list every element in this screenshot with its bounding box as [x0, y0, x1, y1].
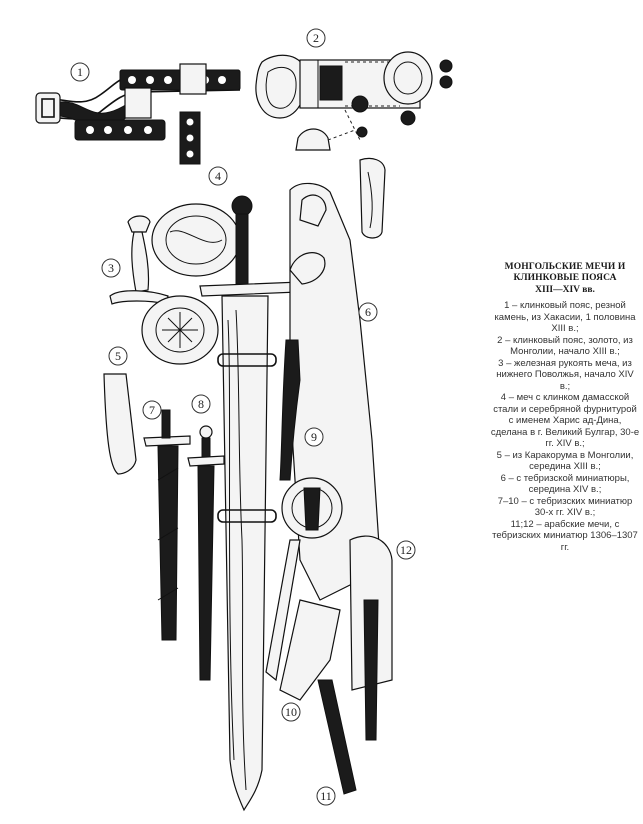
svg-text:3: 3 — [108, 261, 114, 275]
sabre-8-drawing — [187, 425, 225, 681]
svg-text:11: 11 — [320, 789, 332, 803]
figure-number-12: 12 — [396, 540, 416, 560]
caption-entry: 11;12 – арабские мечи, с тебризских мини… — [492, 518, 638, 553]
caption-subtitle: XIII—XIV вв. — [535, 285, 595, 295]
figure-number-4: 4 — [208, 166, 228, 186]
caption-title-line1: МОНГОЛЬСКИЕ МЕЧИ И — [504, 262, 626, 272]
svg-text:9: 9 — [311, 430, 317, 444]
caption-entry: 4 – меч с клинком дамасской стали и сере… — [490, 392, 640, 449]
svg-text:8: 8 — [198, 397, 204, 411]
svg-text:12: 12 — [400, 543, 412, 557]
figure-number-10: 10 — [281, 702, 301, 722]
figure-number-7: 7 — [142, 400, 162, 420]
caption-block: МОНГОЛЬСКИЕ МЕЧИ И КЛИНКОВЫЕ ПОЯСА XIII—… — [490, 262, 640, 553]
svg-text:10: 10 — [285, 705, 297, 719]
caption-entry: 1 – клинковый пояс, резной камень, из Ха… — [494, 300, 636, 334]
svg-text:6: 6 — [365, 305, 371, 319]
svg-text:2: 2 — [313, 31, 319, 45]
sword-hilt-drawing — [109, 215, 169, 305]
figure-number-3: 3 — [101, 258, 121, 278]
damascus-sword-drawing — [199, 195, 301, 812]
figure-number-1: 1 — [70, 62, 90, 82]
figure-number-2: 2 — [306, 28, 326, 48]
caption-entry: 3 – железная рукоять меча, из нижнего По… — [496, 357, 634, 392]
svg-text:5: 5 — [115, 349, 121, 363]
ring-guard-drawing — [265, 477, 343, 682]
caption-entry: 7–10 – с тебризских миниатюр 30-х гг. XI… — [497, 495, 633, 519]
svg-text:7: 7 — [149, 403, 155, 417]
figure-number-11: 11 — [316, 786, 336, 806]
caption-entry: 2 – клинковый пояс, золото, из Монголии,… — [497, 334, 633, 358]
fitting-medallions-drawing — [141, 203, 241, 365]
caption-entry: 5 – из Каракорума в Монголии, середина X… — [496, 449, 634, 473]
caption-entry: 6 – с тебризской миниатюры, середина XIV… — [500, 472, 630, 496]
sword-10-drawing — [279, 599, 357, 795]
figure-number-9: 9 — [304, 427, 324, 447]
belt-gold-drawing — [255, 51, 453, 239]
figure-number-6: 6 — [358, 302, 378, 322]
caption-title-line2: КЛИНКОВЫЕ ПОЯСА — [513, 273, 617, 283]
svg-text:1: 1 — [77, 65, 83, 79]
scabbard-tip-drawing — [103, 373, 137, 475]
svg-text:4: 4 — [215, 169, 221, 183]
sword-12-drawing — [349, 535, 393, 741]
sabre-7-drawing — [143, 409, 191, 641]
belt-stone-drawing — [35, 63, 241, 165]
figure-number-5: 5 — [108, 346, 128, 366]
figure-number-8: 8 — [191, 394, 211, 414]
